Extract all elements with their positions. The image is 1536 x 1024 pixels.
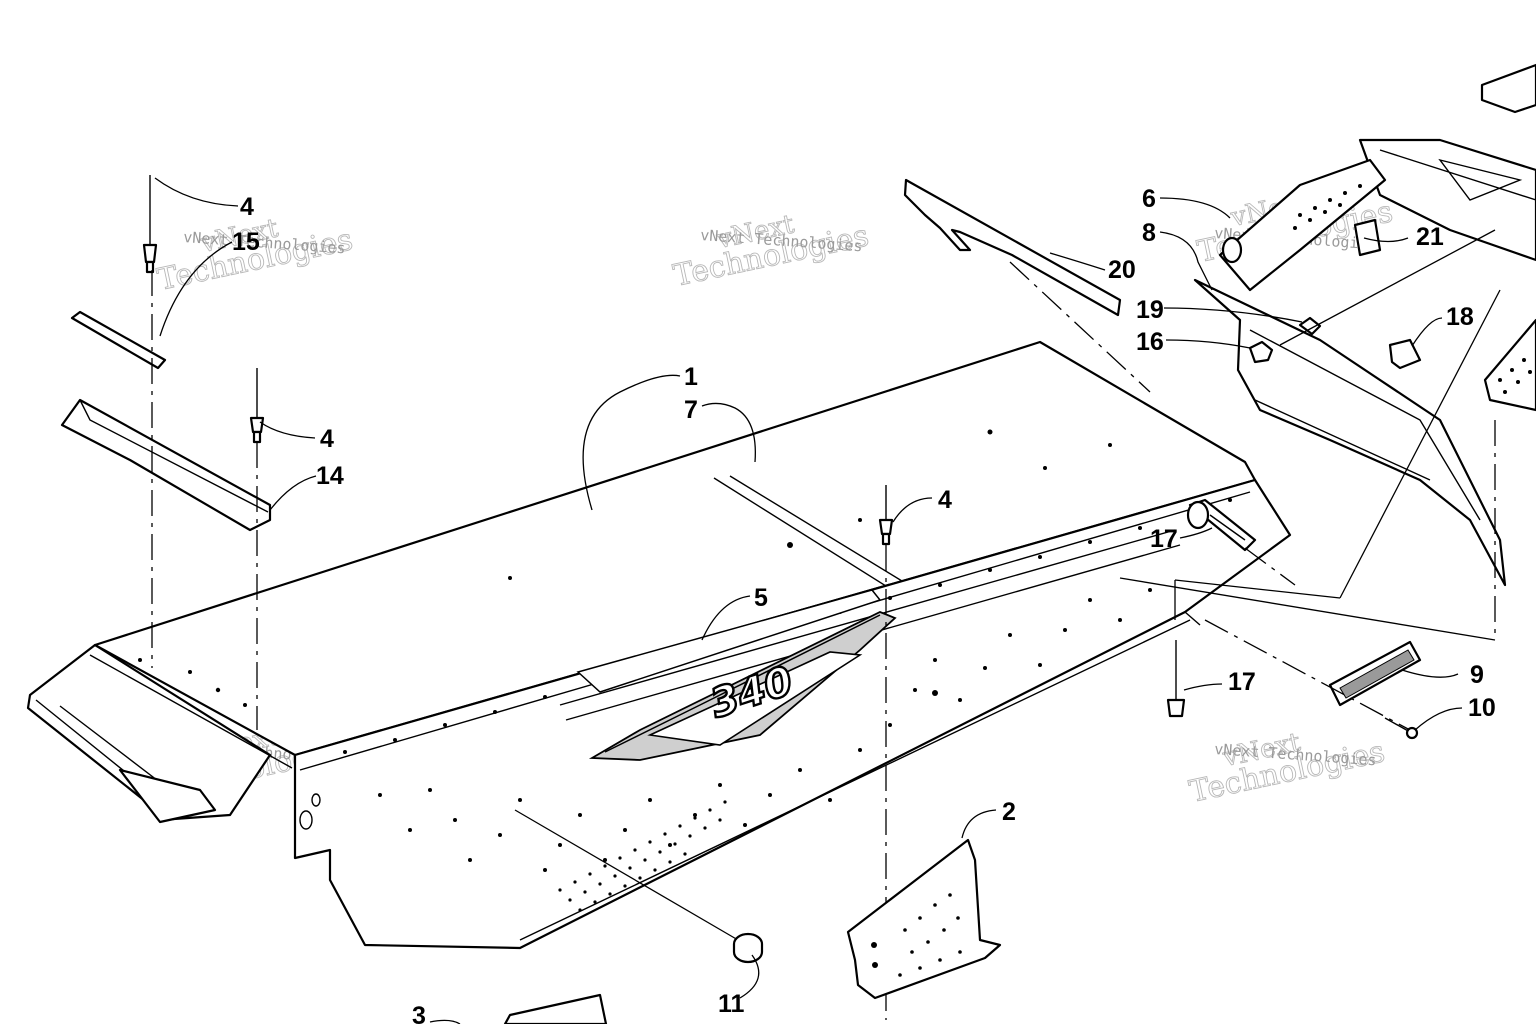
callout-17: 17 [1228, 668, 1256, 696]
callout-6: 6 [1142, 185, 1156, 213]
callout-3: 3 [412, 1002, 426, 1024]
assembly-line [1009, 261, 1151, 393]
callout-21: 21 [1416, 223, 1444, 251]
callout-14: 14 [316, 462, 344, 490]
tunnel-top-deck [93, 340, 1257, 757]
plug-11 [732, 932, 764, 964]
callout-18: 18 [1446, 303, 1474, 331]
callout-16: 16 [1136, 328, 1164, 356]
callout-17: 17 [1150, 525, 1178, 553]
clip-18 [1388, 338, 1422, 370]
callout-11: 11 [718, 990, 745, 1018]
callout-2: 2 [1002, 798, 1016, 826]
angle-bracket-14 [60, 398, 272, 532]
callout-5: 5 [754, 584, 768, 612]
grab-bar-tip [1480, 63, 1536, 114]
rivet-middle-left [249, 368, 265, 444]
assembly-line [1244, 547, 1296, 586]
rivet-center [878, 485, 894, 546]
screw-10 [1384, 717, 1419, 740]
callout-4: 4 [240, 193, 254, 221]
callout-10: 10 [1468, 694, 1496, 722]
bolt-17-lower [1166, 640, 1186, 718]
rear-grab-bar [1218, 63, 1536, 412]
tunnel-body [26, 340, 1292, 950]
assembly-line [1204, 619, 1411, 731]
leader-lines [154, 177, 1463, 1024]
callouts: 4 15 4 14 1 7 5 4 20 6 8 19 16 21 18 17 … [232, 185, 1496, 1024]
bolt-17-upper [1186, 498, 1257, 552]
washer-19 [1298, 316, 1322, 336]
bracket-strip-15 [70, 310, 167, 370]
grab-bar-right-end [1483, 318, 1536, 412]
tunnel-side-panel [293, 478, 1292, 950]
callout-15: 15 [232, 228, 260, 256]
callout-8: 8 [1142, 219, 1156, 247]
callout-1: 1 [684, 363, 698, 391]
clip-21 [1353, 218, 1382, 257]
front-runner-left [118, 768, 217, 824]
bracket-3 [503, 993, 608, 1024]
callout-20: 20 [1108, 256, 1136, 284]
nut-16 [1248, 340, 1274, 364]
plate-20 [903, 178, 1122, 317]
callout-4: 4 [938, 486, 952, 514]
bracket-2 [846, 838, 1002, 1000]
callout-9: 9 [1470, 661, 1484, 689]
rivet-upper-left [142, 175, 158, 274]
reflector-9 [1328, 640, 1422, 707]
callout-7: 7 [684, 396, 698, 424]
callout-19: 19 [1136, 296, 1164, 324]
rivet-holes [138, 429, 1232, 912]
callout-4: 4 [320, 425, 334, 453]
flap-frame-8 [1193, 278, 1507, 587]
